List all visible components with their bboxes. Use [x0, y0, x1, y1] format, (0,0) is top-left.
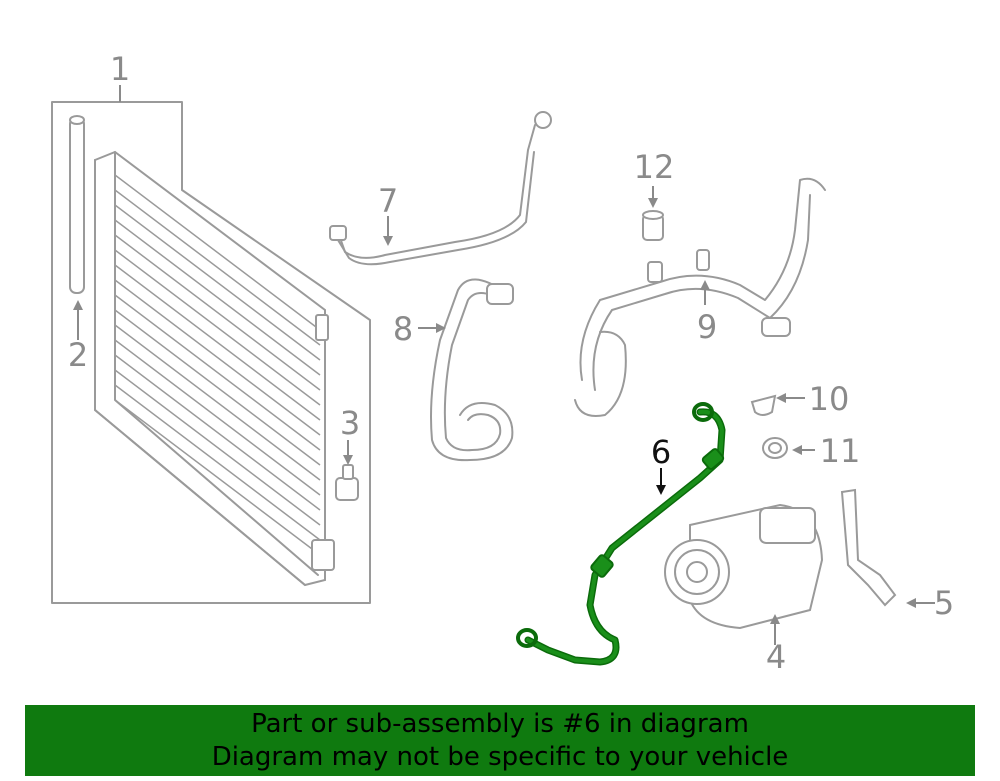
callout-10: 10	[809, 380, 850, 418]
cap-10	[750, 393, 805, 416]
condenser-core	[94, 150, 335, 587]
callout-7: 7	[378, 182, 398, 220]
condenser-assembly-outline	[51, 85, 371, 604]
part-info-banner: Part or sub-assembly is #6 in diagram Di…	[25, 705, 975, 776]
receiver-drier	[69, 115, 85, 340]
valve-fitting	[335, 440, 359, 501]
discharge-line-6-highlighted[interactable]	[516, 402, 726, 666]
callout-1: 1	[110, 50, 130, 88]
pressure-line-7	[329, 111, 552, 266]
parts-diagram: 1 2 3 4 5 6 7 8 9 10 11 12	[51, 50, 954, 676]
callout-11: 11	[820, 432, 861, 470]
callout-4: 4	[766, 638, 786, 676]
bracket-5	[840, 488, 935, 608]
banner-line-part: Part or sub-assembly is #6 in diagram	[251, 709, 749, 739]
callout-3: 3	[340, 404, 360, 442]
callout-2: 2	[68, 336, 88, 374]
callout-6: 6	[651, 433, 671, 471]
suction-line-9	[574, 177, 826, 417]
banner-line-disclaimer: Diagram may not be specific to your vehi…	[211, 742, 789, 772]
seal-11	[762, 437, 815, 459]
callout-5: 5	[934, 584, 954, 622]
compressor-4	[664, 503, 824, 645]
hose-8	[418, 278, 514, 462]
callout-9: 9	[697, 308, 717, 346]
callout-8: 8	[393, 310, 413, 348]
cap-12	[642, 186, 664, 241]
callout-12: 12	[634, 148, 675, 186]
